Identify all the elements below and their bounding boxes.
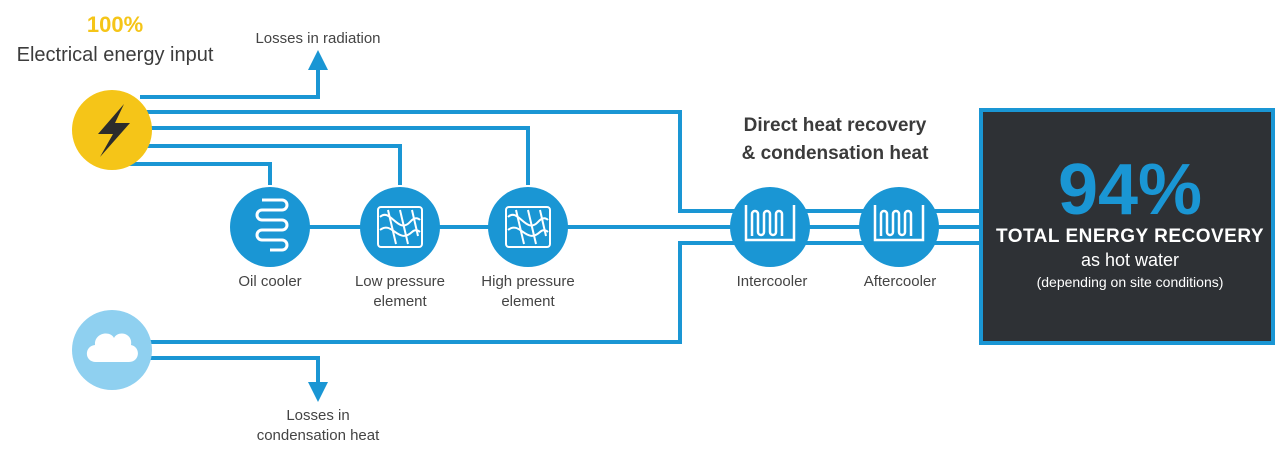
- oil-cooler-node: [230, 187, 310, 267]
- low-pressure-label-1: Low pressure: [354, 273, 446, 290]
- line-to-high-pressure: [140, 126, 530, 185]
- coil-icon: [873, 205, 925, 242]
- energy-input-node: [72, 90, 152, 170]
- coil-icon: [744, 205, 796, 242]
- oil-cooler-label: Oil cooler: [238, 273, 302, 290]
- total-recovery-box: [979, 108, 1275, 345]
- aftercooler-label: Aftercooler: [863, 273, 937, 290]
- serpentine-coil-icon: [255, 198, 289, 252]
- low-pressure-element-node: [360, 187, 440, 267]
- input-label: Electrical energy input: [16, 44, 214, 66]
- screw-rotor-icon: [505, 206, 551, 248]
- aftercooler-node: [859, 187, 939, 267]
- high-pressure-label-2: element: [501, 293, 555, 310]
- heat-recovery-title-2: & condensation heat: [741, 143, 929, 164]
- condensation-loss-label-1: Losses in: [286, 407, 350, 424]
- heat-recovery-title-1: Direct heat recovery: [743, 115, 927, 136]
- radiation-loss-line: [140, 50, 328, 99]
- line-to-low-pressure: [140, 144, 402, 185]
- total-recovery-subtitle: as hot water: [1080, 250, 1180, 270]
- high-pressure-element-node: [488, 187, 568, 267]
- condensation-loss-line: [140, 356, 328, 402]
- condensation-node: [72, 310, 152, 390]
- screw-rotor-icon: [377, 206, 423, 248]
- high-pressure-label-1: High pressure: [481, 273, 575, 290]
- total-recovery-title: TOTAL ENERGY RECOVERY: [995, 226, 1265, 247]
- intercooler-node: [730, 187, 810, 267]
- line-to-oil-cooler: [120, 162, 272, 185]
- lightning-icon: [98, 104, 130, 157]
- radiation-loss-label: Losses in radiation: [255, 30, 381, 47]
- condensation-loss-label-2: condensation heat: [256, 427, 380, 444]
- intercooler-label: Intercooler: [736, 273, 808, 290]
- total-recovery-percentage: 94%: [1057, 150, 1203, 230]
- low-pressure-label-2: element: [373, 293, 427, 310]
- input-percentage: 100%: [86, 12, 144, 37]
- condensation-return-line: [140, 241, 740, 344]
- total-recovery-note: (depending on site conditions): [1036, 274, 1224, 290]
- cloud-icon: [86, 333, 138, 362]
